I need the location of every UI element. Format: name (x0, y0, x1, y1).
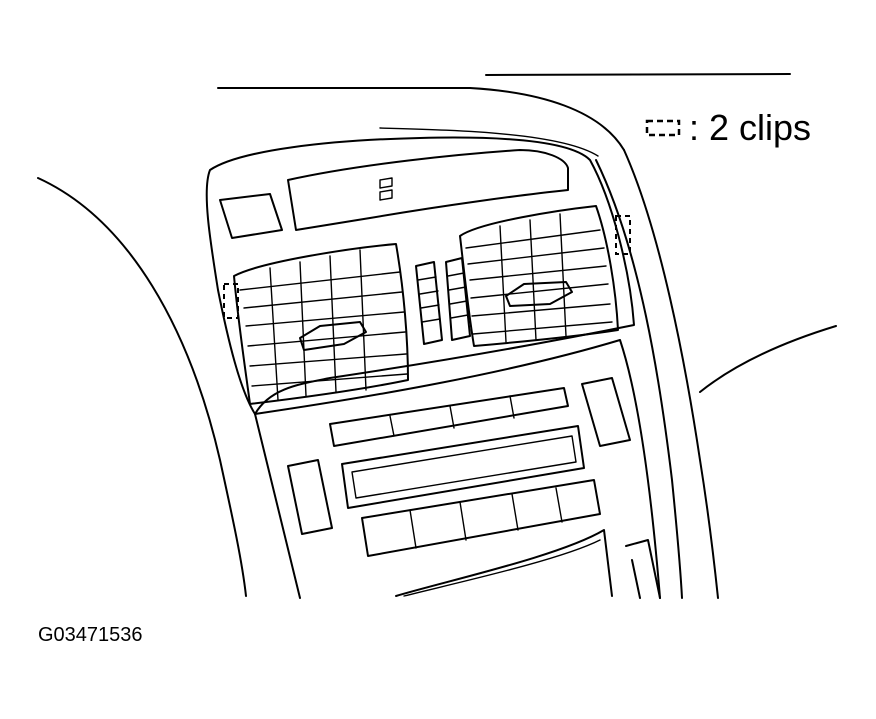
dashed-rectangle-clip-icon (645, 119, 681, 137)
hazard-switch (219, 193, 283, 239)
dashboard-top-edge (217, 73, 791, 151)
lower-opening (395, 529, 613, 597)
upper-button-row (329, 387, 569, 447)
figure-code: G03471536 (38, 624, 143, 646)
clip-marker-left (223, 283, 239, 319)
lower-panel-outline (254, 413, 301, 599)
clock-display-housing (287, 149, 569, 231)
clip-marker-right (615, 215, 631, 255)
left-air-vent (233, 243, 409, 405)
clip-legend: : 2 clips (645, 107, 812, 148)
vent-thumbwheels (415, 257, 471, 345)
left-switch (287, 459, 333, 535)
right-switch (581, 377, 631, 447)
lower-button-row (361, 479, 601, 557)
right-vertical-slot (625, 539, 661, 599)
center-display-slot (341, 425, 585, 509)
clip-legend-text: : 2 clips (689, 107, 812, 148)
right-air-vent (459, 205, 619, 347)
left-pillar-curve (37, 177, 247, 597)
right-side-contour (595, 149, 837, 599)
